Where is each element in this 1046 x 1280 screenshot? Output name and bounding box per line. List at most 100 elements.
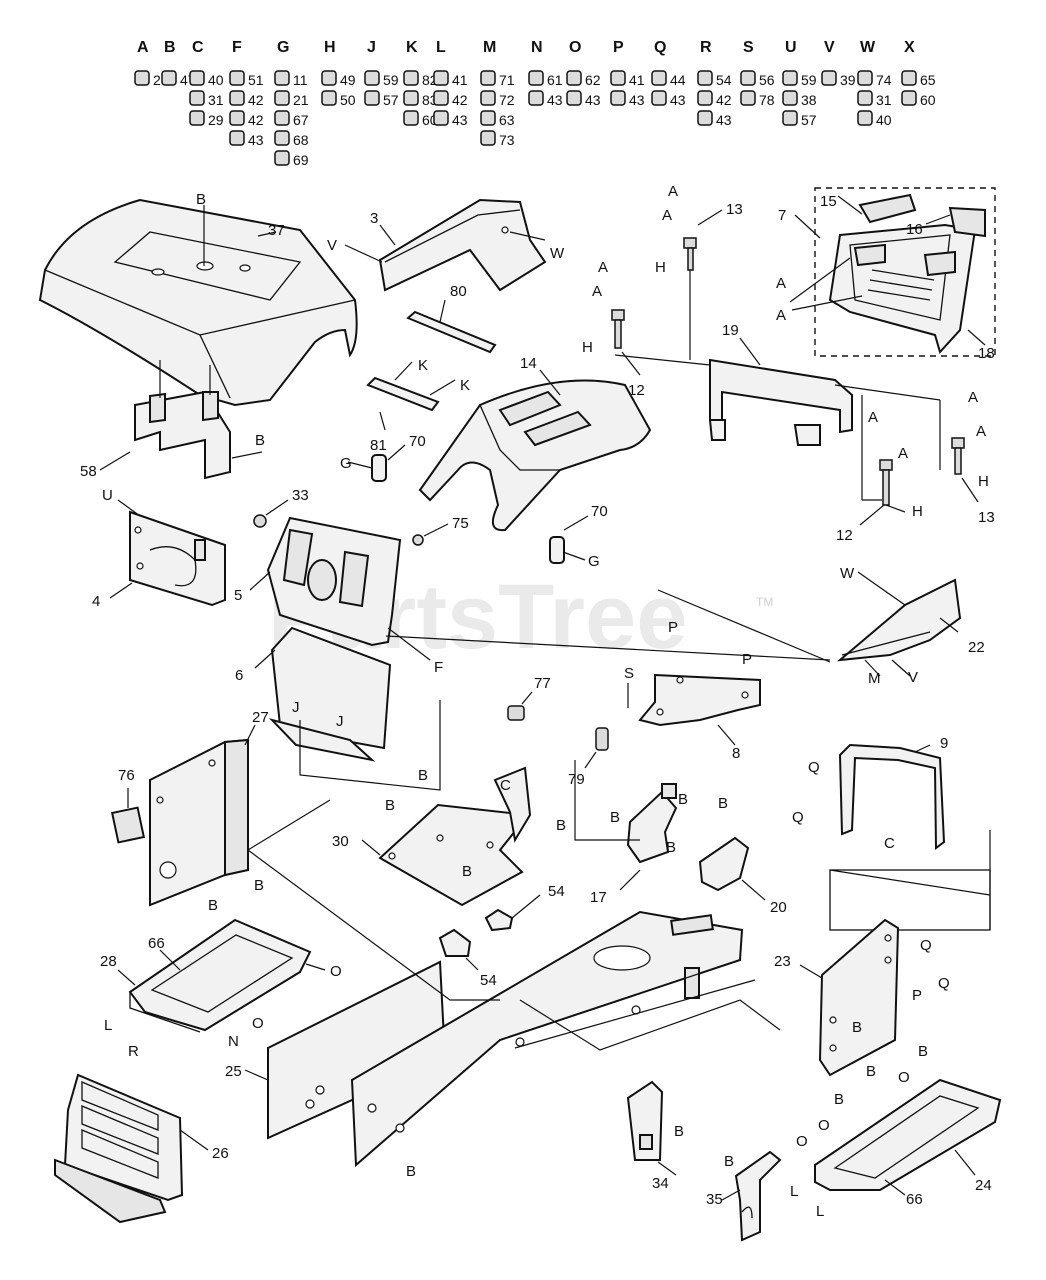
- callout-h: H: [912, 503, 923, 520]
- callout-b: B: [462, 863, 472, 880]
- callout-b: B: [674, 1123, 684, 1140]
- part-label-54: 54: [548, 883, 565, 900]
- fastener-icon: [229, 130, 245, 146]
- hardware-letter: K: [406, 39, 418, 56]
- hardware-group-v: V39: [821, 39, 856, 88]
- hardware-part-number: 11: [293, 72, 308, 88]
- part-label-22: 22: [968, 639, 985, 656]
- fastener-icon: [321, 90, 337, 106]
- part-4-panel: [129, 510, 226, 607]
- callout-p: P: [912, 987, 922, 1004]
- fastener-icon: [901, 70, 917, 86]
- callout-l: L: [104, 1017, 112, 1034]
- part-54-clip: [438, 928, 472, 957]
- hardware-letter: P: [613, 39, 624, 56]
- fastener-icon: [274, 90, 290, 106]
- part-label-16: 16: [906, 221, 923, 238]
- part-label-79: 79: [568, 771, 585, 788]
- callout-k: K: [418, 357, 428, 374]
- detail-box: [814, 187, 996, 357]
- callout-r: R: [128, 1043, 139, 1060]
- hardware-part-number: 38: [801, 92, 817, 108]
- callout-b: B: [556, 817, 566, 834]
- fastener-icon: [740, 90, 756, 106]
- part-20-bracket: [698, 836, 750, 892]
- part-label-17: 17: [590, 889, 607, 906]
- part-label-12: 12: [628, 382, 645, 399]
- hardware-part-number: 43: [547, 92, 563, 108]
- hardware-part-number: 31: [208, 92, 224, 108]
- callout-b: B: [406, 1163, 416, 1180]
- fastener-icon: [189, 70, 205, 86]
- callout-b: B: [834, 1091, 844, 1108]
- fastener-icon: [821, 70, 837, 86]
- part-23-right-plate: [818, 918, 900, 1077]
- part-label-9: 9: [940, 735, 948, 752]
- fastener-icon: [651, 90, 667, 106]
- part-label-7: 7: [778, 207, 786, 224]
- callout-a: A: [776, 307, 786, 324]
- fastener-icon: [161, 70, 177, 86]
- fastener-icon: [610, 90, 626, 106]
- callout-w: W: [550, 245, 565, 262]
- hardware-part-number: 50: [340, 92, 356, 108]
- hardware-letter: R: [700, 39, 712, 56]
- callout-o: O: [796, 1133, 808, 1150]
- part-label-58: 58: [80, 463, 97, 480]
- part-79-bushing: [595, 727, 609, 751]
- callout-a: A: [776, 275, 786, 292]
- callout-j: J: [292, 699, 300, 716]
- callout-b: B: [255, 432, 265, 449]
- part-34-bracket: [626, 1080, 664, 1161]
- fastener-icon: [364, 90, 380, 106]
- fastener-icon: [857, 110, 873, 126]
- part-label-4: 4: [92, 593, 100, 610]
- callout-j: J: [336, 713, 344, 730]
- fastener-icon: [189, 90, 205, 106]
- hardware-letter: H: [324, 39, 336, 56]
- callout-b: B: [208, 897, 218, 914]
- part-label-24: 24: [975, 1177, 992, 1194]
- callout-b: B: [666, 839, 676, 856]
- callout-s: S: [624, 665, 634, 682]
- fastener-icon: [782, 110, 798, 126]
- callout-b: B: [852, 1019, 862, 1036]
- callout-q: Q: [920, 937, 932, 954]
- callout-u: U: [102, 487, 113, 504]
- callout-q: Q: [792, 809, 804, 826]
- part-label-75: 75: [452, 515, 469, 532]
- hardware-part-number: 44: [670, 72, 686, 88]
- callout-h: H: [582, 339, 593, 356]
- part-label-33: 33: [292, 487, 309, 504]
- callout-a: A: [592, 283, 602, 300]
- part-13-bolt: [951, 437, 965, 475]
- part-label-37: 37: [268, 222, 285, 239]
- part-24-footrest: [814, 1078, 1002, 1191]
- hardware-part-number: 73: [499, 132, 515, 148]
- callout-h: H: [978, 473, 989, 490]
- hardware-part-number: 63: [499, 112, 515, 128]
- fastener-icon: [274, 70, 290, 86]
- hardware-letter: G: [277, 39, 289, 56]
- callout-o: O: [818, 1117, 830, 1134]
- hardware-letter: J: [367, 39, 376, 56]
- hardware-letter: N: [531, 39, 543, 56]
- callout-h: H: [655, 259, 666, 276]
- hardware-letter: V: [824, 39, 835, 56]
- callout-c: C: [884, 835, 895, 852]
- hardware-part-number: 31: [876, 92, 892, 108]
- callout-b: B: [678, 791, 688, 808]
- part-58-hood-bracket: [134, 360, 231, 480]
- fastener-icon: [740, 70, 756, 86]
- part-label-77: 77: [534, 675, 551, 692]
- fastener-icon: [433, 90, 449, 106]
- hardware-part-number: 43: [452, 112, 468, 128]
- part-15-insert: [858, 193, 917, 224]
- hardware-part-number: 42: [248, 92, 264, 108]
- fastener-icon: [274, 110, 290, 126]
- callout-b: B: [196, 191, 206, 208]
- callout-c: C: [500, 777, 511, 794]
